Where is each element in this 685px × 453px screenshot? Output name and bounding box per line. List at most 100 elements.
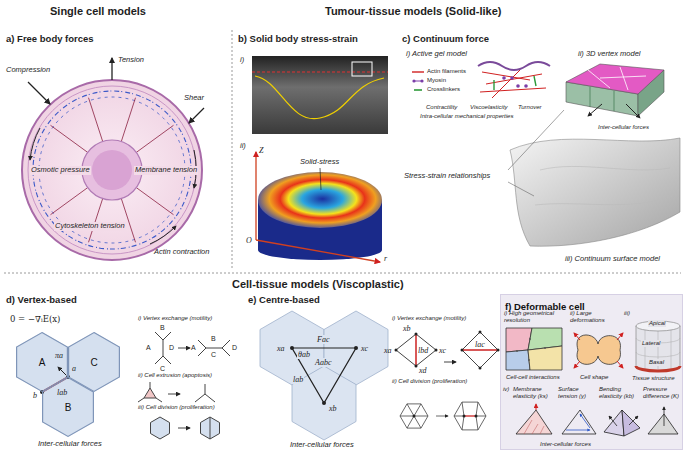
centre-exchange [479, 331, 482, 334]
active-gel [414, 89, 422, 91]
cell-drawing [22, 58, 204, 260]
high-resolution-cells [529, 338, 531, 340]
centre-exchange [461, 349, 464, 352]
math-symbol: r [384, 254, 387, 263]
vertex-model-3d [600, 76, 646, 78]
annotation: i) [240, 56, 244, 65]
vertex-model-3d [620, 67, 628, 90]
active-gel [412, 79, 423, 82]
centre-triangle [322, 401, 326, 405]
force-icons [609, 416, 617, 426]
math-symbol: xc [360, 344, 369, 353]
t1-transition [206, 348, 222, 349]
active-gel [412, 62, 550, 98]
cell-division [210, 417, 211, 439]
small-annotation: Bending elasticity (kb) [599, 386, 643, 400]
continuum-surface [535, 196, 672, 205]
small-annotation: Intra-cellular mechanical properties [420, 113, 513, 120]
section-heading: Tumour-tissue models (Solid-like) [325, 5, 501, 18]
centre-exchange [479, 367, 482, 370]
cell-drawing [89, 199, 103, 243]
annotation: Actin contraction [154, 248, 209, 257]
panel-title: b) Solid body stress-strain [238, 34, 358, 45]
continuum-surface [508, 182, 534, 196]
active-gel [492, 70, 520, 98]
math-symbol: Z [259, 146, 263, 155]
separator [4, 273, 681, 274]
force-icons [540, 426, 544, 434]
cell-extrusion [205, 394, 215, 402]
cell-drawing [22, 80, 202, 260]
active-gel [534, 76, 536, 86]
section-heading: Cell-tissue models (Viscoplastic) [232, 278, 404, 291]
annotation: ii) 3D vertex model [578, 50, 641, 59]
force-icons [536, 404, 537, 410]
tissue-cylinder [645, 330, 646, 370]
math-symbol: xa [384, 346, 392, 355]
math-symbol: πa [54, 351, 64, 360]
small-annotation: ii) Large deformations [570, 310, 622, 324]
centre-exchange [395, 331, 500, 370]
small-annotation: Apical [648, 320, 666, 327]
force-icons [566, 430, 590, 431]
cell-letter: C [160, 365, 165, 373]
small-annotation: Basal [648, 359, 665, 366]
math-symbol: Aabc [314, 358, 332, 367]
math-symbol: Fac [316, 335, 330, 344]
centre-exchange [415, 333, 418, 336]
centre-division [436, 416, 448, 417]
tissue-cylinder [636, 326, 680, 371]
t1-transition [198, 348, 206, 356]
active-gel [494, 76, 536, 90]
centre-division [464, 415, 476, 416]
annotation: Inter-cellular forces [38, 440, 102, 449]
ultrasound-image [252, 56, 388, 134]
centre-triangle [292, 348, 356, 403]
small-annotation: Viscoelasticity [470, 104, 508, 111]
centre-division [475, 415, 478, 418]
math-symbol: lbd [418, 346, 428, 355]
stress-heatmap [320, 168, 321, 190]
annotation: Tension [118, 56, 144, 65]
cell-drawing [189, 108, 204, 123]
math-symbol: lab [292, 375, 304, 384]
tissue-cylinder [671, 330, 672, 370]
centre-exchange [462, 349, 498, 351]
cell-drawing [28, 82, 50, 104]
centre-cells [260, 311, 388, 440]
centre-division [454, 402, 486, 430]
vertex-model-3d [566, 64, 664, 94]
t1-transition [178, 348, 190, 349]
active-gel [524, 84, 528, 88]
continuum-surface [540, 166, 670, 170]
cell-drawing [136, 188, 173, 215]
small-annotation: i) Vertex exchange (motility) [392, 315, 466, 322]
cell-extrusion [138, 398, 144, 402]
panel-title: d) Vertex-based [6, 295, 77, 306]
deforming-cell [574, 333, 580, 340]
vertex-model-3d [590, 87, 614, 111]
math-symbol: xb [403, 324, 411, 333]
hexagon-outline [43, 378, 94, 437]
cell-letter: B [160, 324, 165, 332]
active-gel [480, 70, 546, 98]
ultrasound-image [252, 56, 388, 134]
math-symbol: xc [439, 346, 446, 355]
active-gel [493, 80, 494, 90]
force-icons [532, 424, 538, 434]
t1-transition [222, 348, 230, 356]
cell-hexagon: C [68, 332, 120, 392]
vertex-model-3d [626, 104, 640, 118]
tissue-cylinder [636, 366, 680, 371]
high-resolution-cells [506, 328, 562, 370]
node-label: A [39, 357, 46, 368]
cell-drawing [51, 188, 88, 215]
small-annotation: Turnover [518, 104, 542, 111]
force-icons [516, 404, 678, 436]
centre-division [463, 415, 466, 418]
active-gel [414, 81, 422, 82]
high-resolution-cells [528, 359, 530, 361]
centre-division [462, 402, 464, 416]
annotation: ii) [240, 142, 246, 151]
